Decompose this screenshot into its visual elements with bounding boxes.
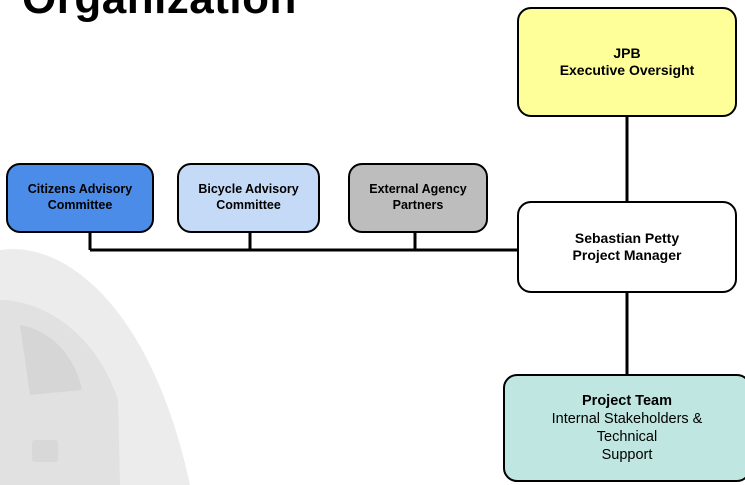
node-project-team-line-4: Support: [601, 447, 653, 464]
page-title: Organization: [22, 0, 297, 24]
node-project-manager-line-2: Project Manager: [572, 247, 682, 263]
node-executive-oversight-line-2: Executive Oversight: [559, 62, 695, 78]
node-bicycle-advisory-line-2: Committee: [216, 198, 281, 212]
node-project-team: Project Team Internal Stakeholders & Tec…: [503, 374, 745, 482]
node-executive-oversight: JPB Executive Oversight: [517, 7, 737, 117]
node-project-manager: Sebastian Petty Project Manager: [517, 201, 737, 293]
node-external-agency-line-1: External Agency: [369, 182, 467, 197]
node-executive-oversight-line-1: JPB: [613, 44, 641, 61]
node-project-team-line-3: Technical: [596, 429, 658, 445]
node-external-agency-partners: External Agency Partners: [348, 163, 488, 233]
node-project-team-line-2: Internal Stakeholders &: [551, 410, 703, 427]
node-bicycle-advisory-line-1: Bicycle Advisory: [198, 182, 299, 197]
node-project-team-line-1: Project Team: [582, 392, 672, 409]
node-citizens-advisory-line-2: Committee: [47, 198, 113, 212]
node-citizens-advisory-line-1: Citizens Advisory: [27, 182, 133, 197]
node-citizens-advisory-committee: Citizens Advisory Committee: [6, 163, 154, 233]
node-bicycle-advisory-committee: Bicycle Advisory Committee: [177, 163, 320, 233]
node-external-agency-line-2: Partners: [392, 198, 444, 212]
node-project-manager-line-1: Sebastian Petty: [574, 229, 680, 246]
